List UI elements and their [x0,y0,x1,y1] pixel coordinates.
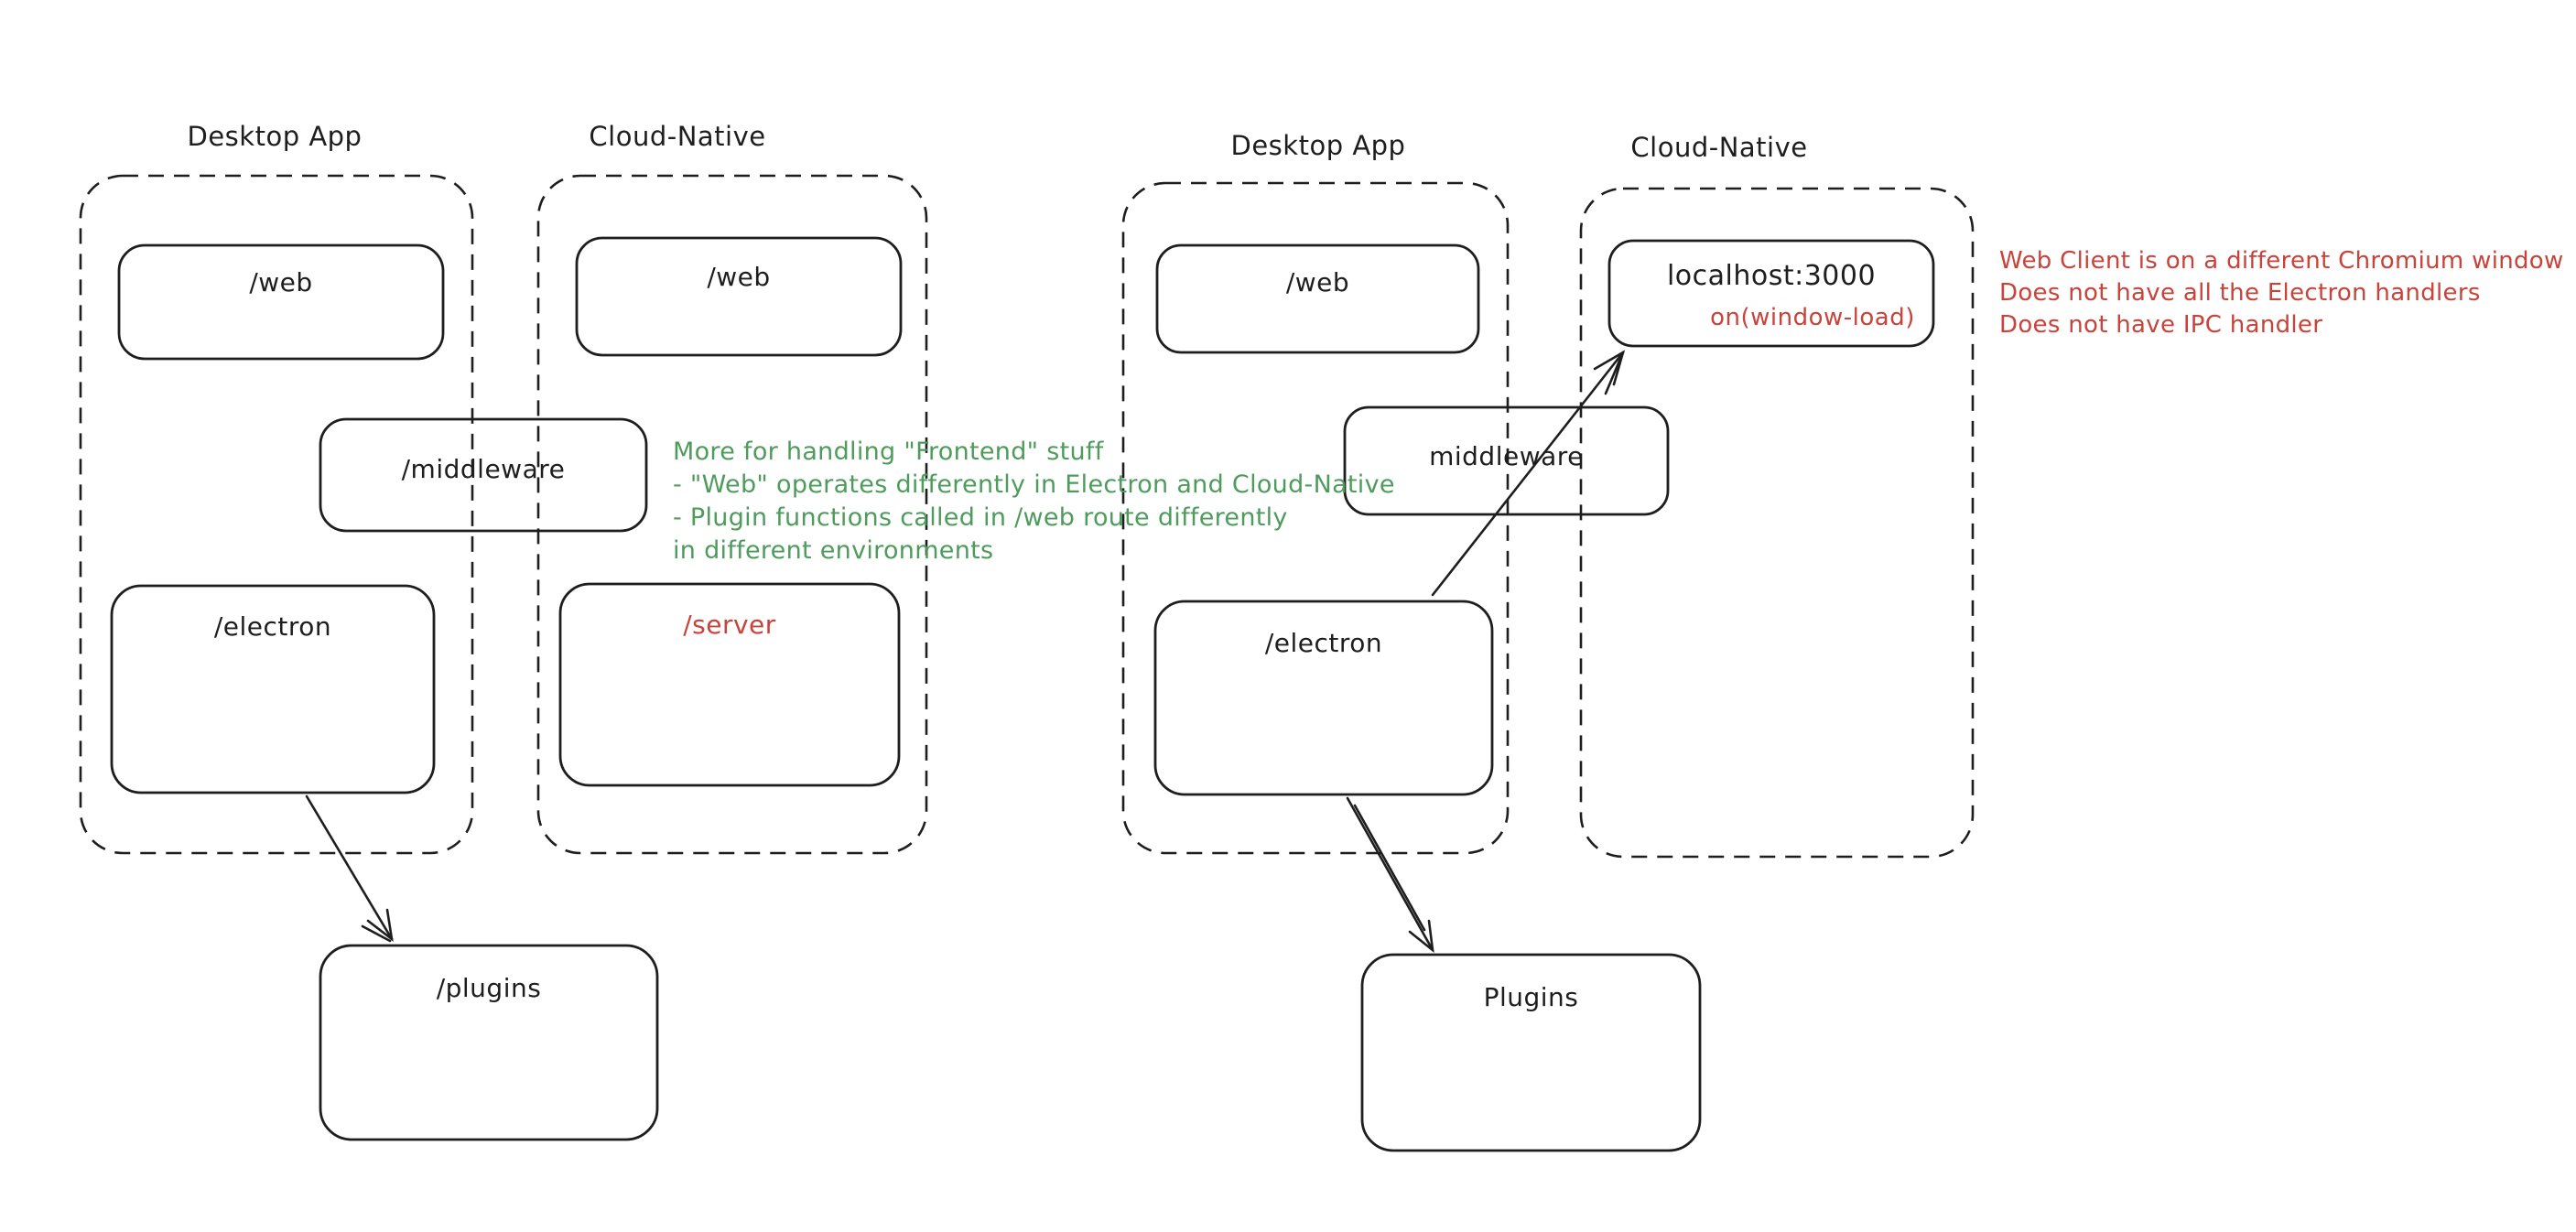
right-desktop-web-box [1155,243,1480,354]
left-server-box-label: /server [683,610,776,640]
green-note-line-2: - "Web" operates differently in Electron… [673,470,1395,499]
right-plugins-box [1360,953,1702,1152]
right-desktop-web-box-label: /web [1285,267,1350,297]
right-localhost-box-label: localhost:3000 [1666,260,1877,292]
right-cloud-native-label: Cloud-Native [1630,132,1808,163]
left-desktop-web-box [117,243,445,361]
right-cloud-native-container [1579,187,1975,859]
right-electron-to-plugins-arrow [1346,796,1434,954]
left-electron-box-label: /electron [213,611,332,642]
red-note: Web Client is on a different Chromium wi… [1999,245,2564,341]
right-desktop-app-label: Desktop App [1230,130,1406,161]
left-desktop-app-label: Desktop App [187,121,363,152]
left-plugins-box [319,944,659,1141]
left-electron-to-plugins-arrow [305,794,394,943]
right-localhost-box [1607,239,1935,348]
left-plugins-box-label: /plugins [436,973,542,1003]
left-middleware-box-label: /middleware [401,454,566,484]
left-electron-box [110,584,436,794]
left-desktop-app-container [79,174,474,855]
right-plugins-box-label: Plugins [1483,982,1579,1012]
left-cloud-native-label: Cloud-Native [589,121,766,152]
right-electron-box-label: /electron [1264,628,1383,658]
left-server-box [558,582,901,787]
red-note-line-1: Web Client is on a different Chromium wi… [1999,247,2564,275]
right-electron-to-localhost-arrow [1431,350,1626,597]
left-cloud-web-box-label: /web [707,262,771,292]
right-middleware-box [1343,405,1670,516]
green-note-line-3: - Plugin functions called in /web route … [673,503,1288,532]
right-middleware-box-label: middleware [1429,441,1584,471]
green-note-line-4: in different environments [673,536,994,565]
right-electron-box [1153,600,1494,796]
left-desktop-web-box-label: /web [249,267,313,297]
red-note-line-3: Does not have IPC handler [1999,311,2323,339]
left-middleware-box [319,417,648,533]
red-note-line-2: Does not have all the Electron handlers [1999,279,2481,307]
right-localhost-on-window-load-label: on(window-load) [1710,304,1915,331]
left-cloud-native-container [536,174,928,855]
green-note-line-1: More for handling "Frontend" stuff [673,438,1104,466]
left-cloud-web-box [575,236,903,357]
right-desktop-app-container [1121,181,1510,855]
green-note: More for handling "Frontend" stuff - "We… [673,436,1395,567]
